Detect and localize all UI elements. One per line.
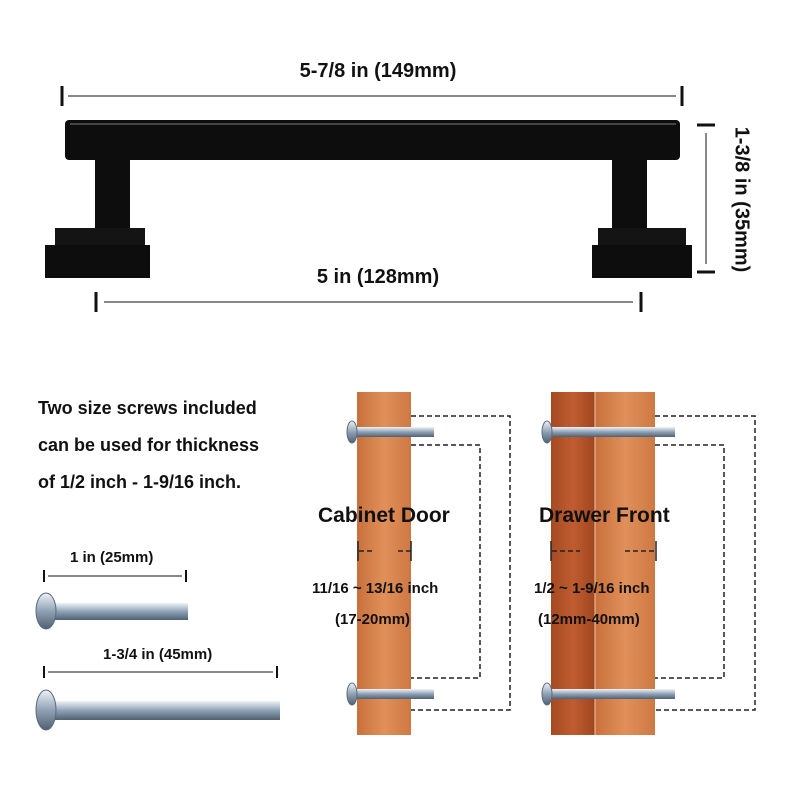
projection-label: 1-3/8 in (35mm): [730, 126, 753, 273]
screws-note-line: can be used for thickness: [38, 435, 260, 455]
drawer-front-range-mm: (12mm-40mm): [538, 611, 640, 628]
screw-short: [35, 570, 188, 630]
screws-note-line: Two size screws included: [38, 398, 257, 418]
cabinet-door-range-mm: (17-20mm): [335, 611, 411, 628]
hole-spacing-label: 5 in (128mm): [316, 266, 440, 288]
drawer-front-illustration: [541, 392, 756, 735]
short-screw-length: 1 in (25mm): [70, 549, 154, 566]
overall-length-label: 5-7/8 in (149mm): [299, 60, 457, 82]
cabinet-door-illustration: [346, 392, 511, 735]
screws-note-line: of 1/2 inch - 1-9/16 inch.: [38, 472, 242, 492]
long-screw-length: 1-3/4 in (45mm): [103, 646, 213, 663]
screws-note: Two size screws included can be used for…: [38, 390, 259, 501]
screw-long: [35, 666, 280, 731]
dimension-lines: [60, 86, 715, 312]
drawer-front-range: 1/2 ~ 1-9/16 inch: [534, 580, 650, 597]
drawer-front-title: Drawer Front: [539, 504, 670, 527]
cabinet-door-range: 11/16 ~ 13/16 inch: [312, 580, 439, 597]
cabinet-handle: [45, 120, 692, 278]
cabinet-door-title: Cabinet Door: [318, 504, 450, 527]
